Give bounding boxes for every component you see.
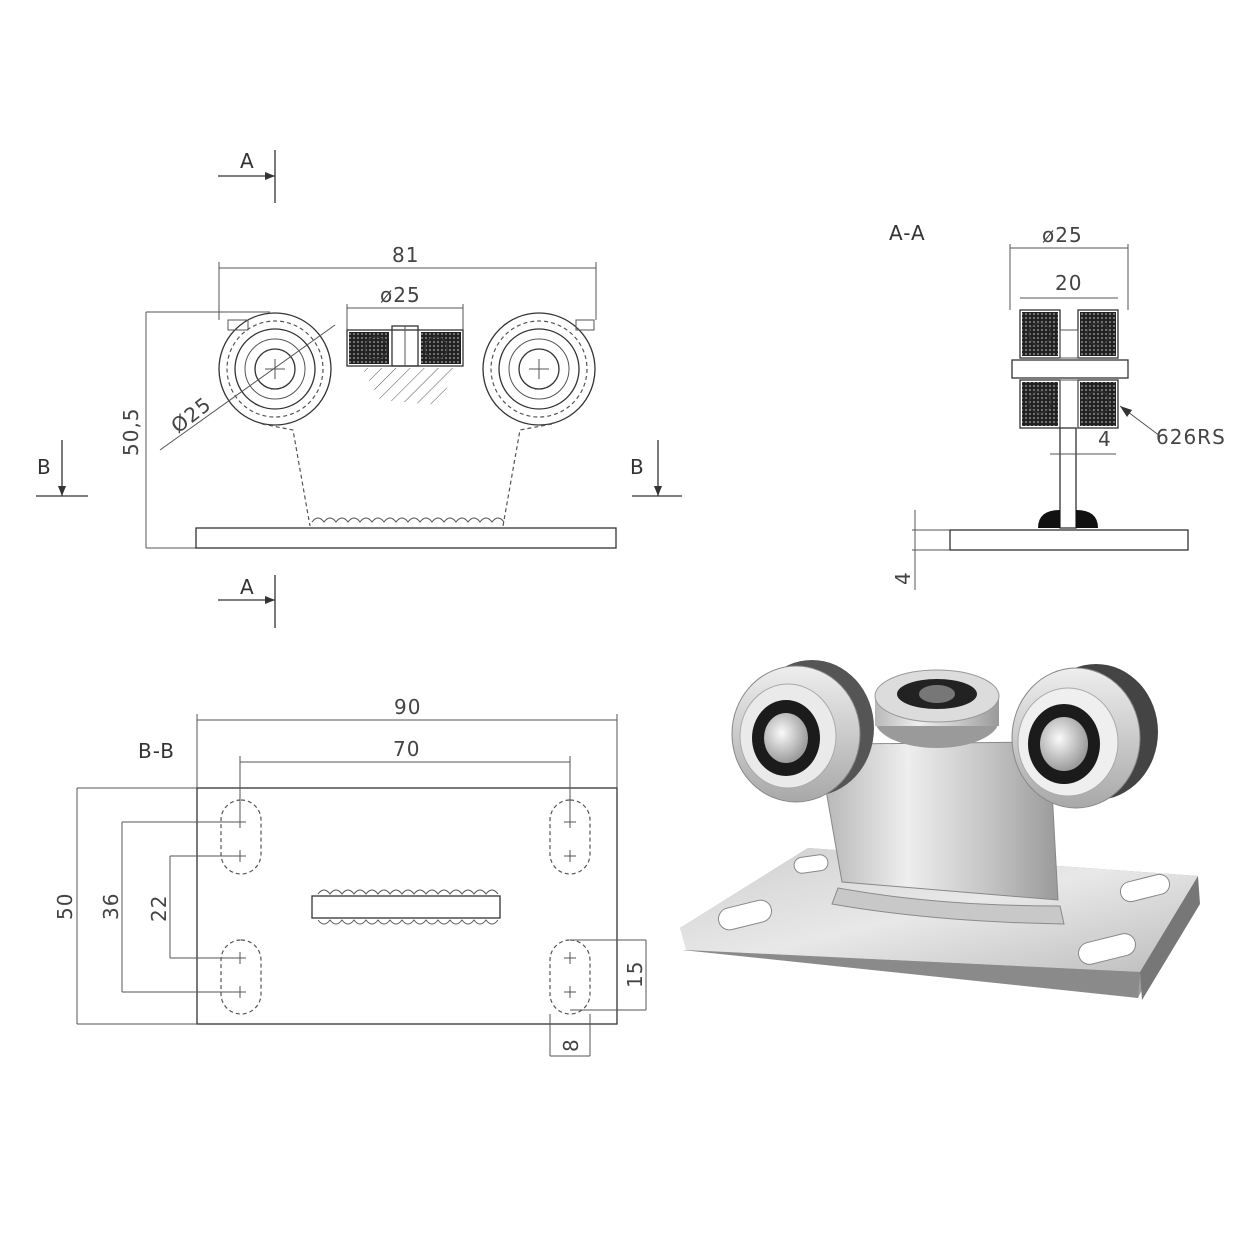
section-marker-b-left: B (36, 440, 88, 497)
bb-dimension-length: 90 (196, 695, 618, 788)
dimension-height: 50,5 (119, 311, 270, 549)
aa-dim-4-plate: 4 (891, 571, 915, 585)
bb-dim-22: 22 (147, 895, 171, 922)
bb-slot-top-right (549, 799, 591, 875)
bb-dim-70: 70 (393, 737, 420, 761)
aa-dimension-outer: ø25 (1009, 223, 1129, 310)
section-marker-b-right: B (630, 440, 682, 497)
front-guide-bearing (346, 325, 464, 367)
bb-slot-bottom-right (549, 939, 591, 1015)
section-b-b: B-B 90 70 50 36 (53, 695, 647, 1057)
section-a-a-title: A-A (889, 221, 926, 245)
aa-dim-25: ø25 (1042, 223, 1083, 247)
bb-dimension-inner-hole-span: 22 (147, 855, 240, 959)
section-label-a-top: A (240, 149, 255, 173)
section-label-b-left: B (37, 455, 52, 479)
aa-dimension-inner: 20 (1020, 271, 1118, 299)
product-left-wheel (731, 660, 874, 803)
front-bearing-support (362, 368, 455, 405)
dimension-wheel-diameter: Ø25 (159, 324, 336, 451)
section-label-a-bottom: A (240, 575, 255, 599)
bb-dimension-hole-spacing: 70 (239, 737, 571, 820)
front-body-outline (261, 423, 553, 527)
bb-dim-50: 50 (53, 893, 77, 920)
bb-slot-top-left (220, 799, 262, 875)
bb-dim-8: 8 (559, 1038, 583, 1052)
front-right-wheel (482, 312, 596, 426)
dim-wheel-25: Ø25 (166, 392, 216, 438)
section-b-b-title: B-B (138, 739, 175, 763)
front-base-plate (195, 527, 617, 549)
product-illustration (680, 660, 1200, 1000)
front-left-wheel (218, 312, 332, 426)
section-a-a: A-A ø25 20 (889, 221, 1226, 590)
aa-upper-bearings (1019, 309, 1119, 359)
product-guide-roller (874, 669, 1000, 748)
aa-stem (1038, 427, 1098, 529)
dim-50-5: 50,5 (119, 407, 143, 456)
dim-81: 81 (392, 243, 419, 267)
product-right-wheel (1011, 664, 1158, 809)
aa-axle (1011, 359, 1129, 379)
bb-dimension-slot-width: 8 (549, 1014, 591, 1057)
bb-dim-36: 36 (99, 893, 123, 920)
bb-weld-bar (311, 889, 501, 925)
aa-lower-bearings (1019, 379, 1119, 429)
product-weld (831, 887, 1065, 925)
bb-dimension-outer-hole-span: 36 (99, 821, 240, 993)
aa-dim-20: 20 (1055, 271, 1082, 295)
bb-dim-90: 90 (394, 695, 421, 719)
bb-dimension-slot-length: 15 (570, 939, 647, 1011)
front-view: A A B B 81 (36, 149, 682, 628)
dimension-overall-width: 81 (218, 243, 597, 320)
bb-slot-bottom-left (220, 939, 262, 1015)
section-marker-a-top: A (218, 149, 276, 203)
aa-bearing-callout: 626RS (1119, 405, 1226, 449)
bb-dim-15: 15 (623, 961, 647, 988)
aa-plate: 4 (891, 510, 1189, 590)
bb-plate (196, 787, 618, 1025)
aa-dim-4-stem: 4 (1098, 427, 1112, 451)
bb-dimension-width: 50 (53, 787, 197, 1025)
aa-dimension-stem: 4 (1050, 427, 1116, 455)
dim-bearing-25: ø25 (380, 283, 421, 307)
aa-callout-626rs: 626RS (1156, 425, 1226, 449)
section-marker-a-bottom: A (218, 575, 276, 628)
section-label-b-right: B (630, 455, 645, 479)
dimension-bearing-diameter: ø25 (346, 283, 464, 330)
